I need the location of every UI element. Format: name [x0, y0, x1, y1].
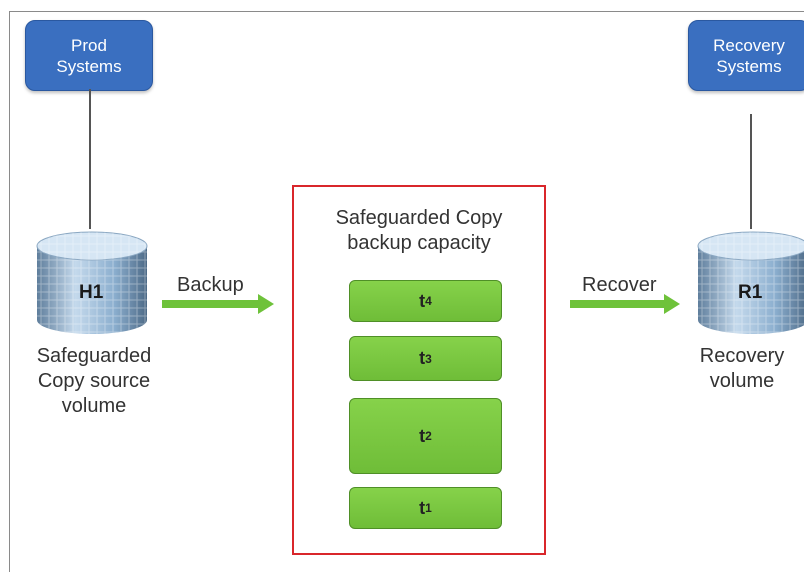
slot-sub: 3 [425, 351, 432, 366]
source-volume-cylinder-icon [36, 231, 148, 334]
backup-arrow-icon [162, 294, 274, 314]
recovery-volume-cylinder-icon [697, 231, 804, 334]
recovery-connector-line [750, 114, 752, 229]
recovery-volume-caption: Recovery volume [699, 345, 785, 392]
safeguarded-copy-title: Safeguarded Copy backup capacity [335, 207, 503, 254]
recover-arrow-icon [570, 294, 680, 314]
slot-base: t [419, 290, 426, 311]
slot-sub: 2 [425, 429, 432, 443]
prod-systems-box: Prod Systems [25, 20, 153, 91]
safeguarded-copy-box [292, 185, 546, 555]
recover-arrow-label: Recover [582, 274, 657, 296]
backup-arrow-label: Backup [177, 274, 244, 296]
slot-sub: 4 [425, 294, 432, 308]
source-volume-id: H1 [79, 282, 104, 303]
source-volume-caption: Safeguarded Copy source volume [36, 345, 152, 417]
recovery-systems-label: Recovery Systems [713, 35, 785, 76]
recovery-systems-box: Recovery Systems [688, 20, 804, 91]
slot-base: t [419, 497, 426, 518]
prod-systems-label: Prod Systems [56, 35, 122, 76]
slot-base: t [419, 348, 426, 368]
slot-sub: 1 [425, 501, 432, 515]
slot-base: t [419, 425, 426, 446]
prod-connector-line [89, 89, 91, 229]
recovery-volume-id: R1 [738, 282, 763, 303]
